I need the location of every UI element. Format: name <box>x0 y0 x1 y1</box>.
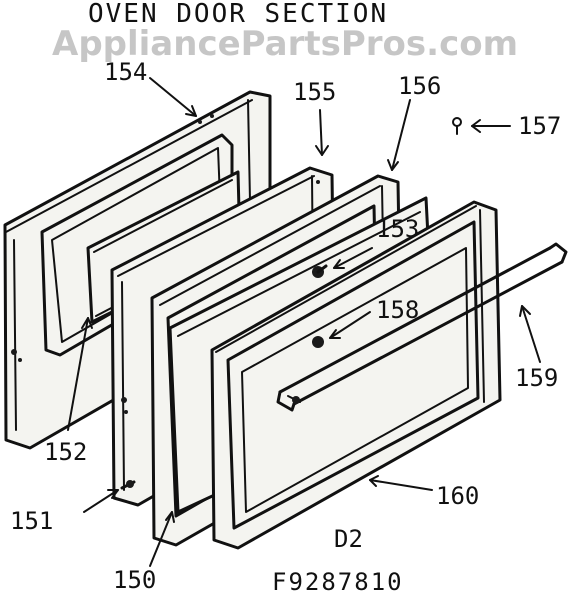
section-label: D2 <box>334 525 363 553</box>
watermark: AppliancePartsPros.com <box>52 24 518 64</box>
part-151-screw <box>120 480 136 490</box>
label-152: 152 <box>44 438 87 466</box>
label-151: 151 <box>10 507 53 535</box>
label-157: 157 <box>518 112 561 140</box>
drawing-number: F9287810 <box>272 568 404 596</box>
label-150: 150 <box>113 566 156 594</box>
part-159-handle <box>276 242 568 412</box>
label-158: 158 <box>376 296 419 324</box>
label-154: 154 <box>104 58 147 86</box>
label-159: 159 <box>515 364 558 392</box>
label-160: 160 <box>436 482 479 510</box>
label-156: 156 <box>398 72 441 100</box>
part-160-outer-door <box>210 200 502 550</box>
label-155: 155 <box>293 78 336 106</box>
leader-lines <box>67 77 541 567</box>
part-157-screw <box>452 117 462 135</box>
diagram-title: OVEN DOOR SECTION <box>88 0 388 29</box>
label-153: 153 <box>376 215 419 243</box>
part-153-screw <box>312 264 328 278</box>
